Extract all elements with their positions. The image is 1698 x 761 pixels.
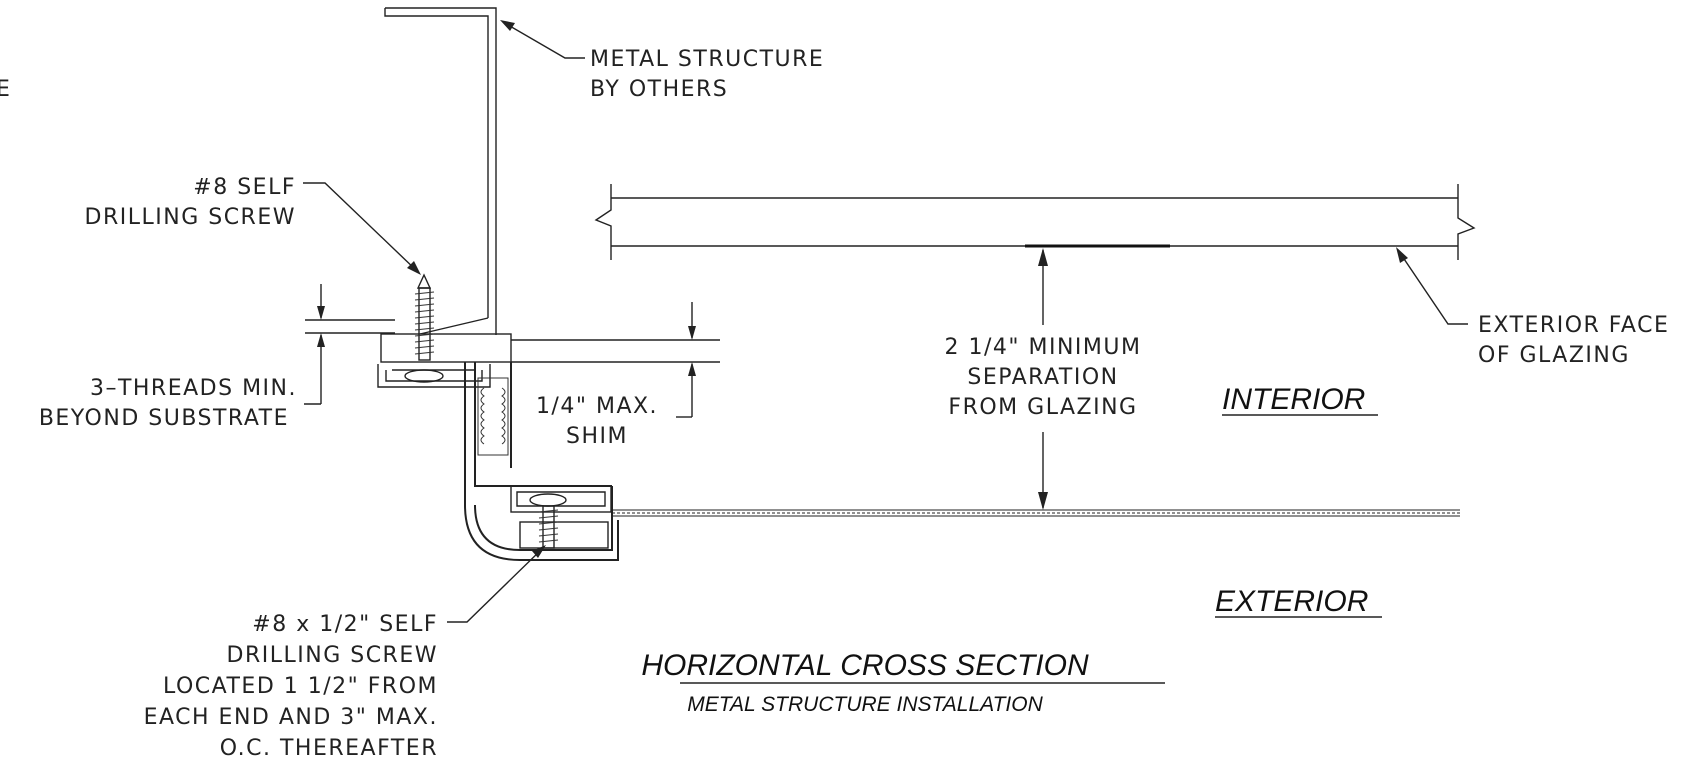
exterior-label: EXTERIOR bbox=[1215, 585, 1382, 618]
shim-note-line1: 1/4" MAX. bbox=[536, 394, 658, 419]
glazing-face-note: EXTERIOR FACE OF GLAZING bbox=[1478, 313, 1669, 368]
glazing-line bbox=[612, 509, 1460, 517]
threads-note: 3–THREADS MIN. BEYOND SUBSTRATE bbox=[39, 376, 297, 431]
glazing-face-note-line2: OF GLAZING bbox=[1478, 343, 1630, 368]
title-main: HORIZONTAL CROSS SECTION bbox=[641, 649, 1089, 682]
interior-label-text: INTERIOR bbox=[1222, 383, 1365, 416]
glazing-face-note-line1: EXTERIOR FACE bbox=[1478, 313, 1669, 338]
upper-clip-profile bbox=[377, 364, 491, 388]
exterior-label-text: EXTERIOR bbox=[1215, 585, 1368, 618]
metal-structure bbox=[384, 7, 497, 335]
substrate-plate bbox=[380, 333, 720, 363]
leader-lines bbox=[303, 20, 1468, 623]
title-sub: METAL STRUCTURE INSTALLATION bbox=[687, 693, 1043, 716]
z-bracket bbox=[464, 362, 619, 561]
top-screw-note-line2: DRILLING SCREW bbox=[85, 205, 296, 230]
threads-dimension bbox=[304, 284, 395, 405]
bottom-screw-note-line4: EACH END AND 3" MAX. bbox=[144, 705, 438, 730]
top-screw-note-line1: #8 SELF bbox=[193, 175, 296, 200]
bottom-screw-note-line5: O.C. THEREAFTER bbox=[220, 736, 438, 761]
bottom-screw-note: #8 x 1/2" SELF DRILLING SCREW LOCATED 1 … bbox=[144, 612, 438, 761]
interior-glazing-panel bbox=[594, 184, 1476, 260]
top-screw-note: #8 SELF DRILLING SCREW bbox=[85, 175, 296, 230]
shim-note-line2: SHIM bbox=[566, 424, 628, 449]
bottom-screw-note-line2: DRILLING SCREW bbox=[227, 643, 438, 668]
separation-note: 2 1/4" MINIMUM SEPARATION FROM GLAZING bbox=[945, 335, 1142, 420]
threads-note-line1: 3–THREADS MIN. bbox=[90, 376, 297, 401]
shim-dimension bbox=[676, 302, 696, 418]
separation-note-line1: 2 1/4" MINIMUM bbox=[945, 335, 1142, 360]
threads-note-line2: BEYOND SUBSTRATE bbox=[39, 406, 289, 431]
top-screw-icon bbox=[404, 273, 444, 383]
metal-structure-note-line1: METAL STRUCTURE bbox=[590, 47, 824, 72]
separation-note-line3: FROM GLAZING bbox=[948, 395, 1137, 420]
bottom-screw-note-line1: #8 x 1/2" SELF bbox=[252, 612, 438, 637]
separation-note-line2: SEPARATION bbox=[967, 365, 1118, 390]
bottom-screw-note-line3: LOCATED 1 1/2" FROM bbox=[163, 674, 438, 699]
lower-clip-profile bbox=[510, 485, 612, 549]
drawing-title: HORIZONTAL CROSS SECTION METAL STRUCTURE… bbox=[641, 649, 1165, 716]
interior-label: INTERIOR bbox=[1222, 383, 1378, 416]
bottom-screw-icon bbox=[529, 493, 567, 549]
separation-dimension bbox=[1038, 248, 1048, 510]
shim-note: 1/4" MAX. SHIM bbox=[536, 394, 658, 449]
metal-structure-note-line2: BY OTHERS bbox=[590, 77, 728, 102]
edge-fragment-label: E bbox=[0, 77, 11, 102]
metal-structure-note: METAL STRUCTURE BY OTHERS bbox=[590, 47, 824, 102]
